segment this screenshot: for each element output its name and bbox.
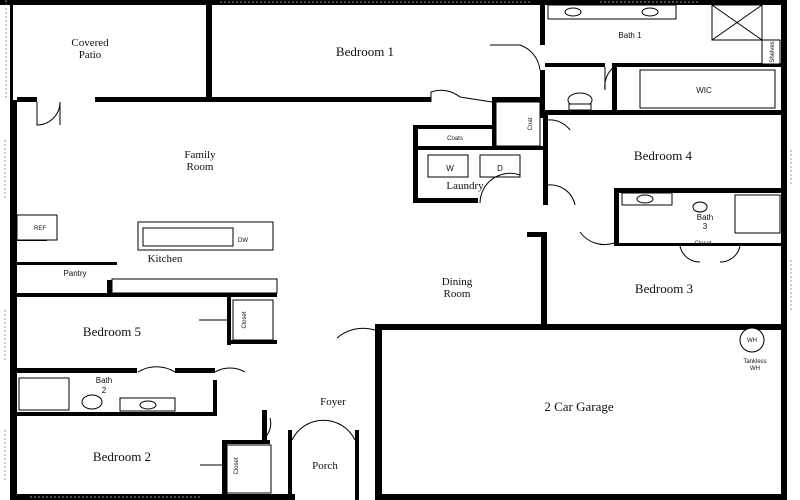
- windows: [4, 0, 792, 498]
- porch-label: Porch: [312, 460, 338, 472]
- bedroom-1-label: Bedroom 1: [336, 44, 394, 59]
- family-room-label-2: Room: [187, 161, 214, 173]
- family-room-label-1: Family: [184, 149, 216, 161]
- washer-label: W: [446, 164, 454, 173]
- bath-1-label: Bath 1: [618, 31, 642, 40]
- doors: [36, 44, 741, 466]
- fixtures: [16, 4, 781, 494]
- bedroom-4-label: Bedroom 4: [634, 148, 693, 163]
- kitchen-label: Kitchen: [148, 253, 183, 265]
- tankless-label-2: WH: [750, 366, 760, 372]
- room-labels: Covered Patio Bedroom 1 Bath 1 Shelves W…: [34, 31, 776, 475]
- bedroom-2-label: Bedroom 2: [93, 449, 151, 464]
- dw-label: DW: [238, 238, 248, 244]
- tankless-label-1: Tankless: [743, 359, 766, 365]
- bath-2-label-2: 2: [102, 386, 107, 395]
- wic-label: WIC: [696, 86, 712, 95]
- water-heater-label: WH: [747, 338, 757, 344]
- dining-room-label-1: Dining: [442, 276, 473, 288]
- bath-2-label-1: Bath: [96, 376, 112, 385]
- bedroom-5-label: Bedroom 5: [83, 324, 141, 339]
- dining-room-label-2: Room: [444, 288, 471, 300]
- coats-label: Coats: [447, 136, 463, 142]
- dryer-label: D: [497, 164, 503, 173]
- coat-label: Coat: [528, 117, 534, 130]
- closet-b3-label: Closet: [694, 241, 711, 247]
- foyer-label: Foyer: [320, 396, 346, 408]
- garage-label: 2 Car Garage: [544, 399, 614, 414]
- pantry-label: Pantry: [63, 269, 86, 278]
- shelves-label: Shelves: [770, 41, 776, 62]
- bath-3-label-1: Bath: [697, 213, 713, 222]
- bath-3-label-2: 3: [703, 222, 708, 231]
- ref-label: REF: [34, 226, 46, 232]
- bedroom-3-label: Bedroom 3: [635, 281, 693, 296]
- covered-patio-label-1: Covered: [71, 37, 109, 49]
- closet-b5-label: Closet: [242, 311, 248, 328]
- covered-patio-label-2: Patio: [79, 49, 102, 61]
- closet-b2-label: Closet: [234, 457, 240, 474]
- laundry-label: Laundry: [446, 180, 484, 192]
